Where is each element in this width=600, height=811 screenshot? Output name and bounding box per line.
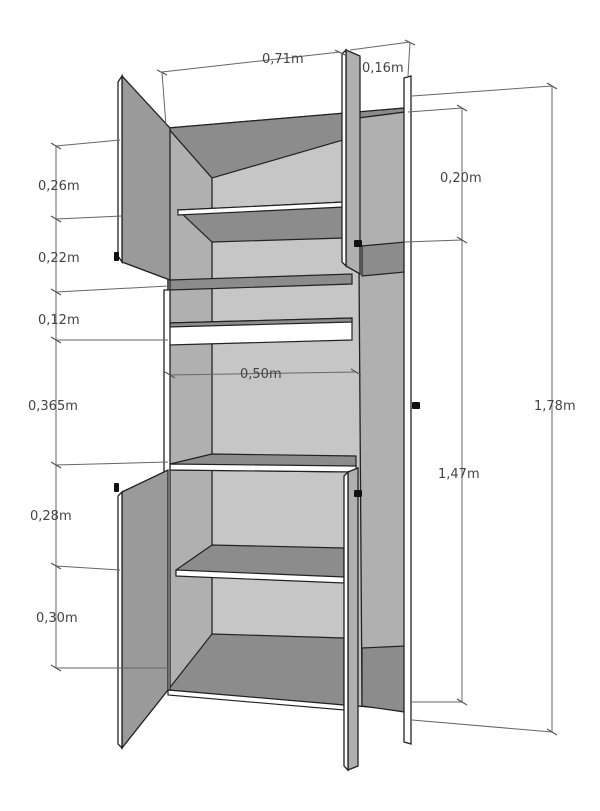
label-left-h5: 0,28m: [30, 509, 72, 524]
door-lower-middle-edge: [343, 470, 349, 772]
label-left-h1: 0,26m: [38, 179, 80, 194]
label-top-width: 0,71m: [262, 52, 304, 67]
door-upper-middle-edge: [341, 48, 347, 268]
shelf-middle-front: [169, 463, 357, 473]
right-tower-back: [357, 111, 406, 713]
label-total-height: 1,78m: [534, 399, 576, 414]
label-right-tall: 1,47m: [438, 467, 480, 482]
label-left-h4: 0,365m: [28, 399, 78, 414]
label-left-h3: 0,12m: [38, 313, 80, 328]
door-upper-middle-handle: [354, 240, 362, 247]
door-lower-left: [121, 468, 169, 750]
label-left-h2: 0,22m: [38, 251, 80, 266]
label-right-top: 0,20m: [440, 171, 482, 186]
dimension-lines: [50, 39, 558, 736]
door-upper-left: [121, 74, 171, 281]
label-left-h6: 0,30m: [36, 611, 78, 626]
tower-shelf-bottom: [361, 645, 406, 713]
shelf-mid-top: [169, 273, 353, 291]
door-tall-right: [403, 75, 412, 745]
door-lower-left-edge: [117, 490, 123, 750]
dimension-labels: 0,71m 0,16m 0,26m 0,22m 0,12m 0,365m 0,2…: [28, 52, 576, 626]
door-upper-left-edge: [117, 73, 123, 265]
label-inner-width: 0,50m: [240, 367, 282, 382]
doors: [114, 48, 420, 772]
door-upper-left-handle: [114, 252, 119, 261]
label-top-depth: 0,16m: [362, 61, 404, 76]
cabinet-body: [163, 107, 406, 713]
door-lower-middle: [347, 467, 359, 771]
door-lower-middle-handle: [354, 490, 362, 497]
door-lower-left-handle: [114, 483, 119, 492]
tower-shelf-top: [361, 241, 406, 277]
door-tall-right-handle: [412, 402, 420, 409]
